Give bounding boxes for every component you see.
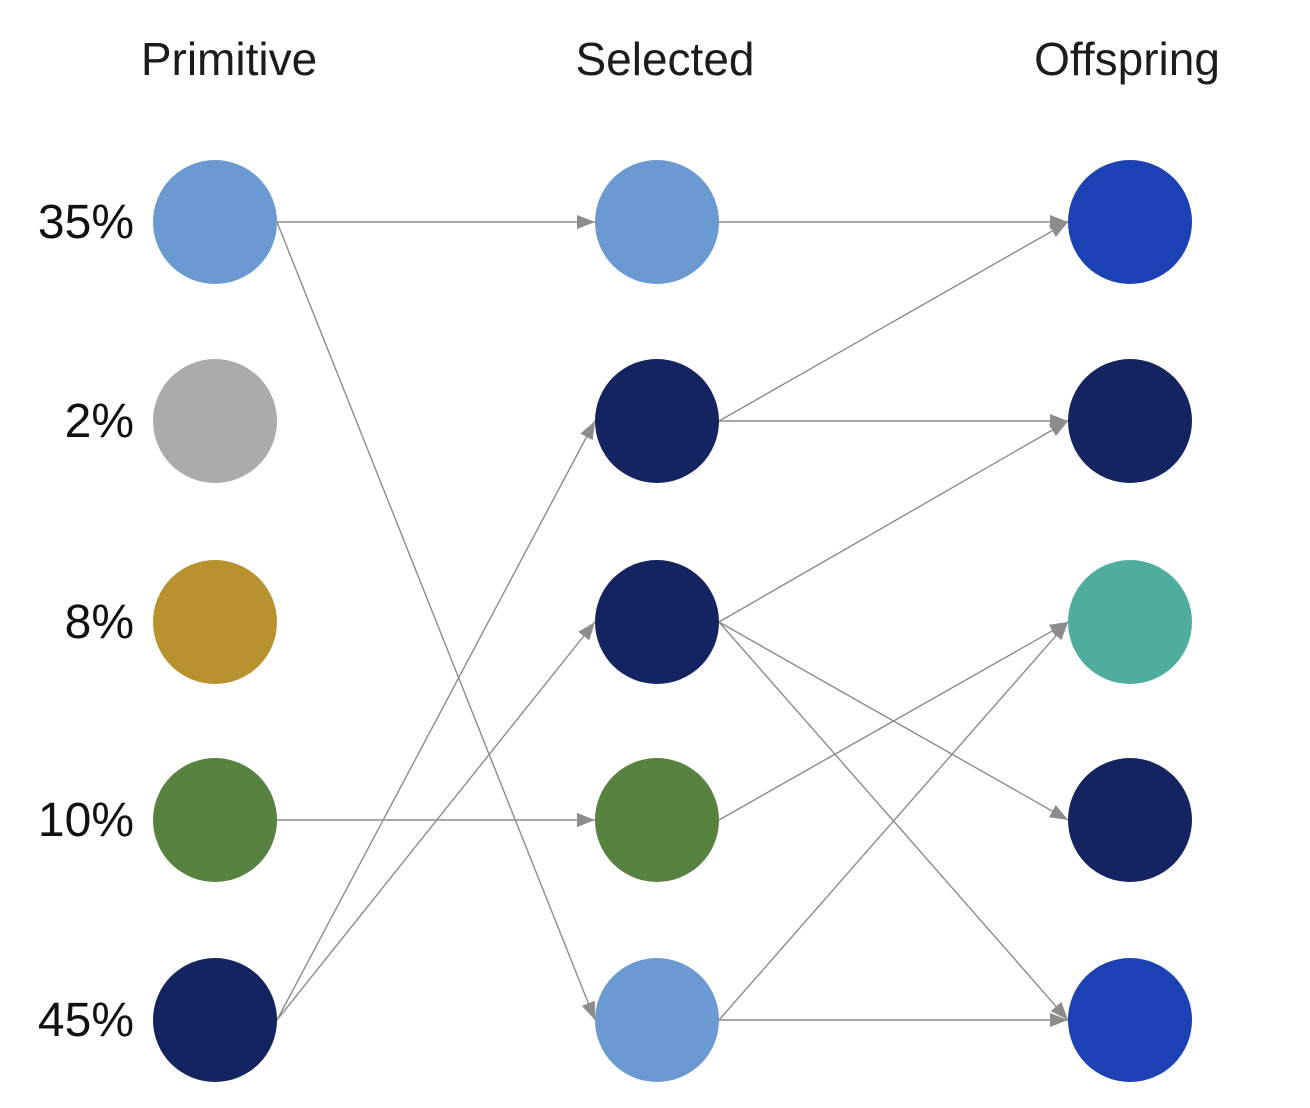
node-O2-navy-circle xyxy=(1068,359,1192,483)
edge-S5-to-O3 xyxy=(718,621,1069,1021)
node-S1-light-blue-circle xyxy=(595,160,719,284)
node-S3-navy-circle xyxy=(595,560,719,684)
node-S5-light-blue-circle xyxy=(595,958,719,1082)
node-S4-green-circle xyxy=(595,758,719,882)
edge-S2-to-O1 xyxy=(718,221,1069,422)
column-header-offspring: Offspring xyxy=(1034,33,1220,85)
edge-P5-to-S2 xyxy=(276,420,596,1021)
edge-P5-to-S3 xyxy=(276,621,596,1021)
column-header-selected: Selected xyxy=(575,33,755,85)
node-P2-gray-circle xyxy=(153,359,277,483)
node-P1-light-blue-circle xyxy=(153,160,277,284)
column-header-primitive: Primitive xyxy=(140,33,318,85)
node-O4-navy-circle xyxy=(1068,758,1192,882)
edge-S3-to-O2 xyxy=(718,420,1069,623)
edges-layer xyxy=(276,215,1069,1027)
node-O5-royal-blue-circle xyxy=(1068,958,1192,1082)
node-P4-green-circle xyxy=(153,758,277,882)
node-P5-navy-circle xyxy=(153,958,277,1082)
percent-label-row-4: 10% xyxy=(37,793,134,847)
edge-P1-to-S5 xyxy=(276,221,596,1021)
percent-label-row-5: 45% xyxy=(37,993,134,1047)
node-O3-teal-circle xyxy=(1068,560,1192,684)
node-O1-royal-blue-circle xyxy=(1068,160,1192,284)
percent-label-row-2: 2% xyxy=(64,394,134,448)
nodes-layer xyxy=(153,160,1192,1082)
percent-label-row-1: 35% xyxy=(37,195,134,249)
percent-label-row-3: 8% xyxy=(64,595,134,649)
node-P3-gold-circle xyxy=(153,560,277,684)
edge-S4-to-O3 xyxy=(718,621,1069,821)
node-S2-navy-circle xyxy=(595,359,719,483)
